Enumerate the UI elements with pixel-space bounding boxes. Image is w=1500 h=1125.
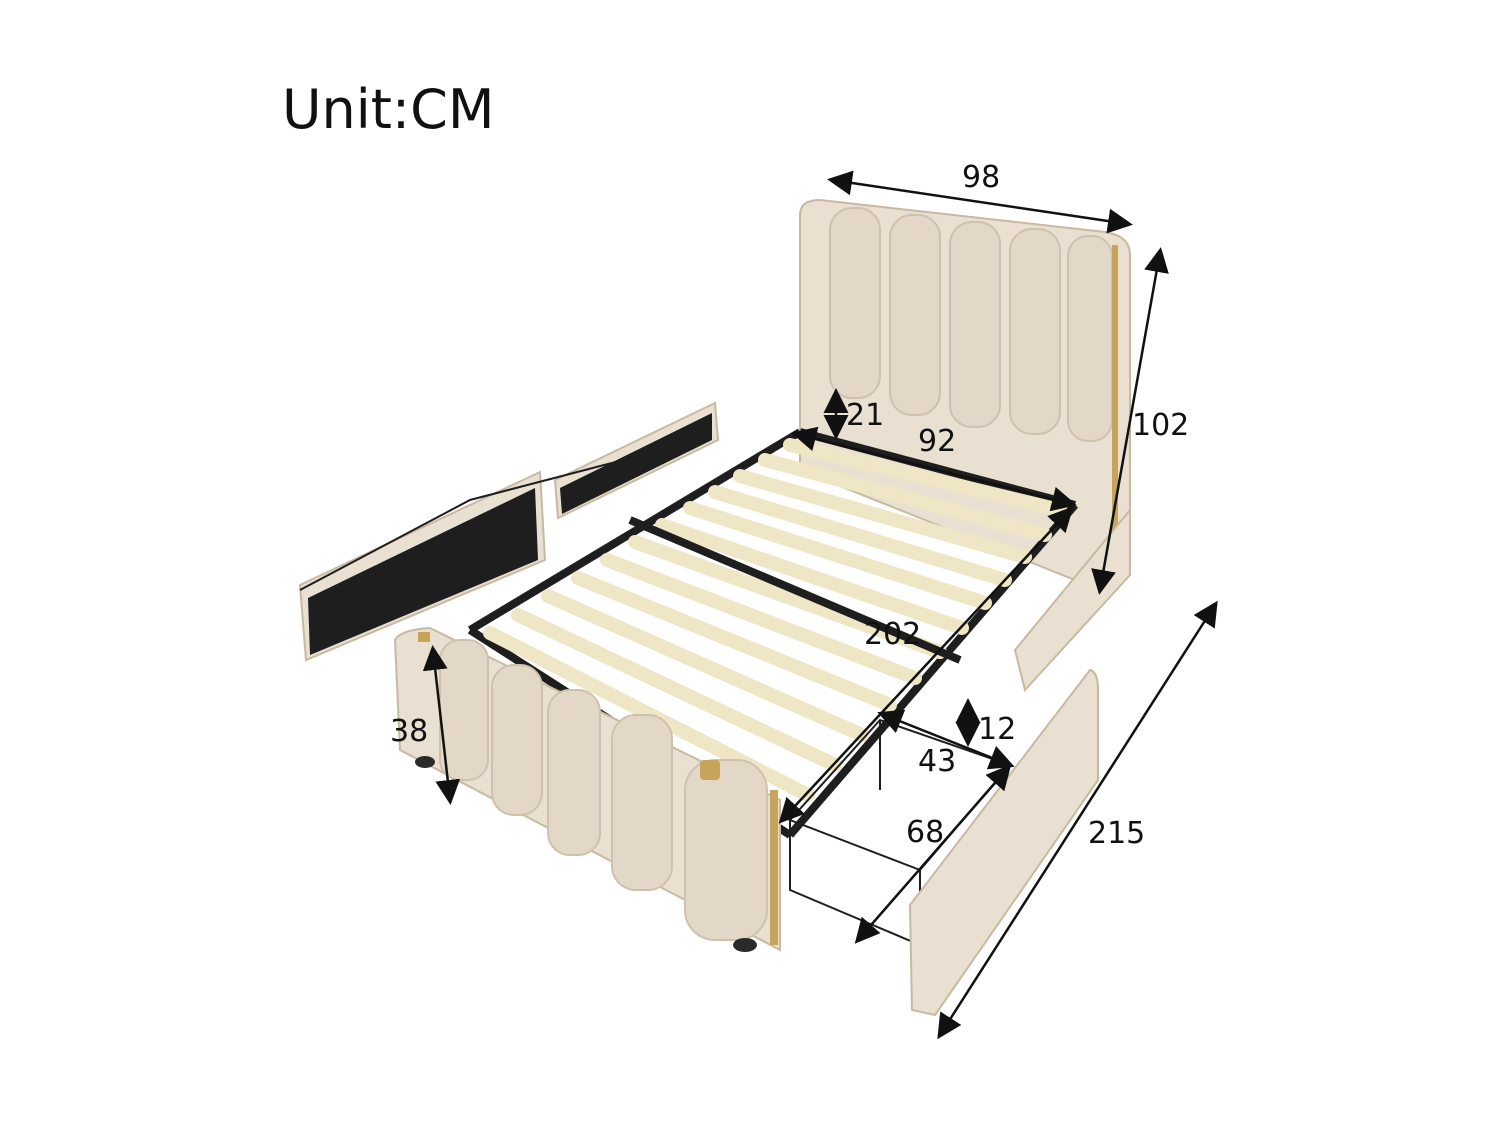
dim-drawer-length: 68 (906, 815, 945, 850)
left-drawer-fronts (298, 401, 720, 662)
dim-drawer-width: 43 (918, 744, 957, 779)
dim-headboard-width: 98 (962, 160, 1001, 195)
dim-headboard-gap: 21 (846, 398, 885, 433)
dim-inner-length: 202 (864, 617, 922, 652)
dim-footboard-height: 38 (390, 714, 429, 749)
footboard (393, 626, 781, 952)
dim-inner-width: 92 (918, 424, 957, 459)
unit-label: Unit:CM (282, 78, 495, 141)
dim-total-length: 215 (1088, 816, 1146, 851)
dimension-lines (422, 170, 1218, 1040)
dim-total-height: 102 (1132, 408, 1190, 443)
dim-drawer-clearance: 12 (978, 712, 1017, 747)
